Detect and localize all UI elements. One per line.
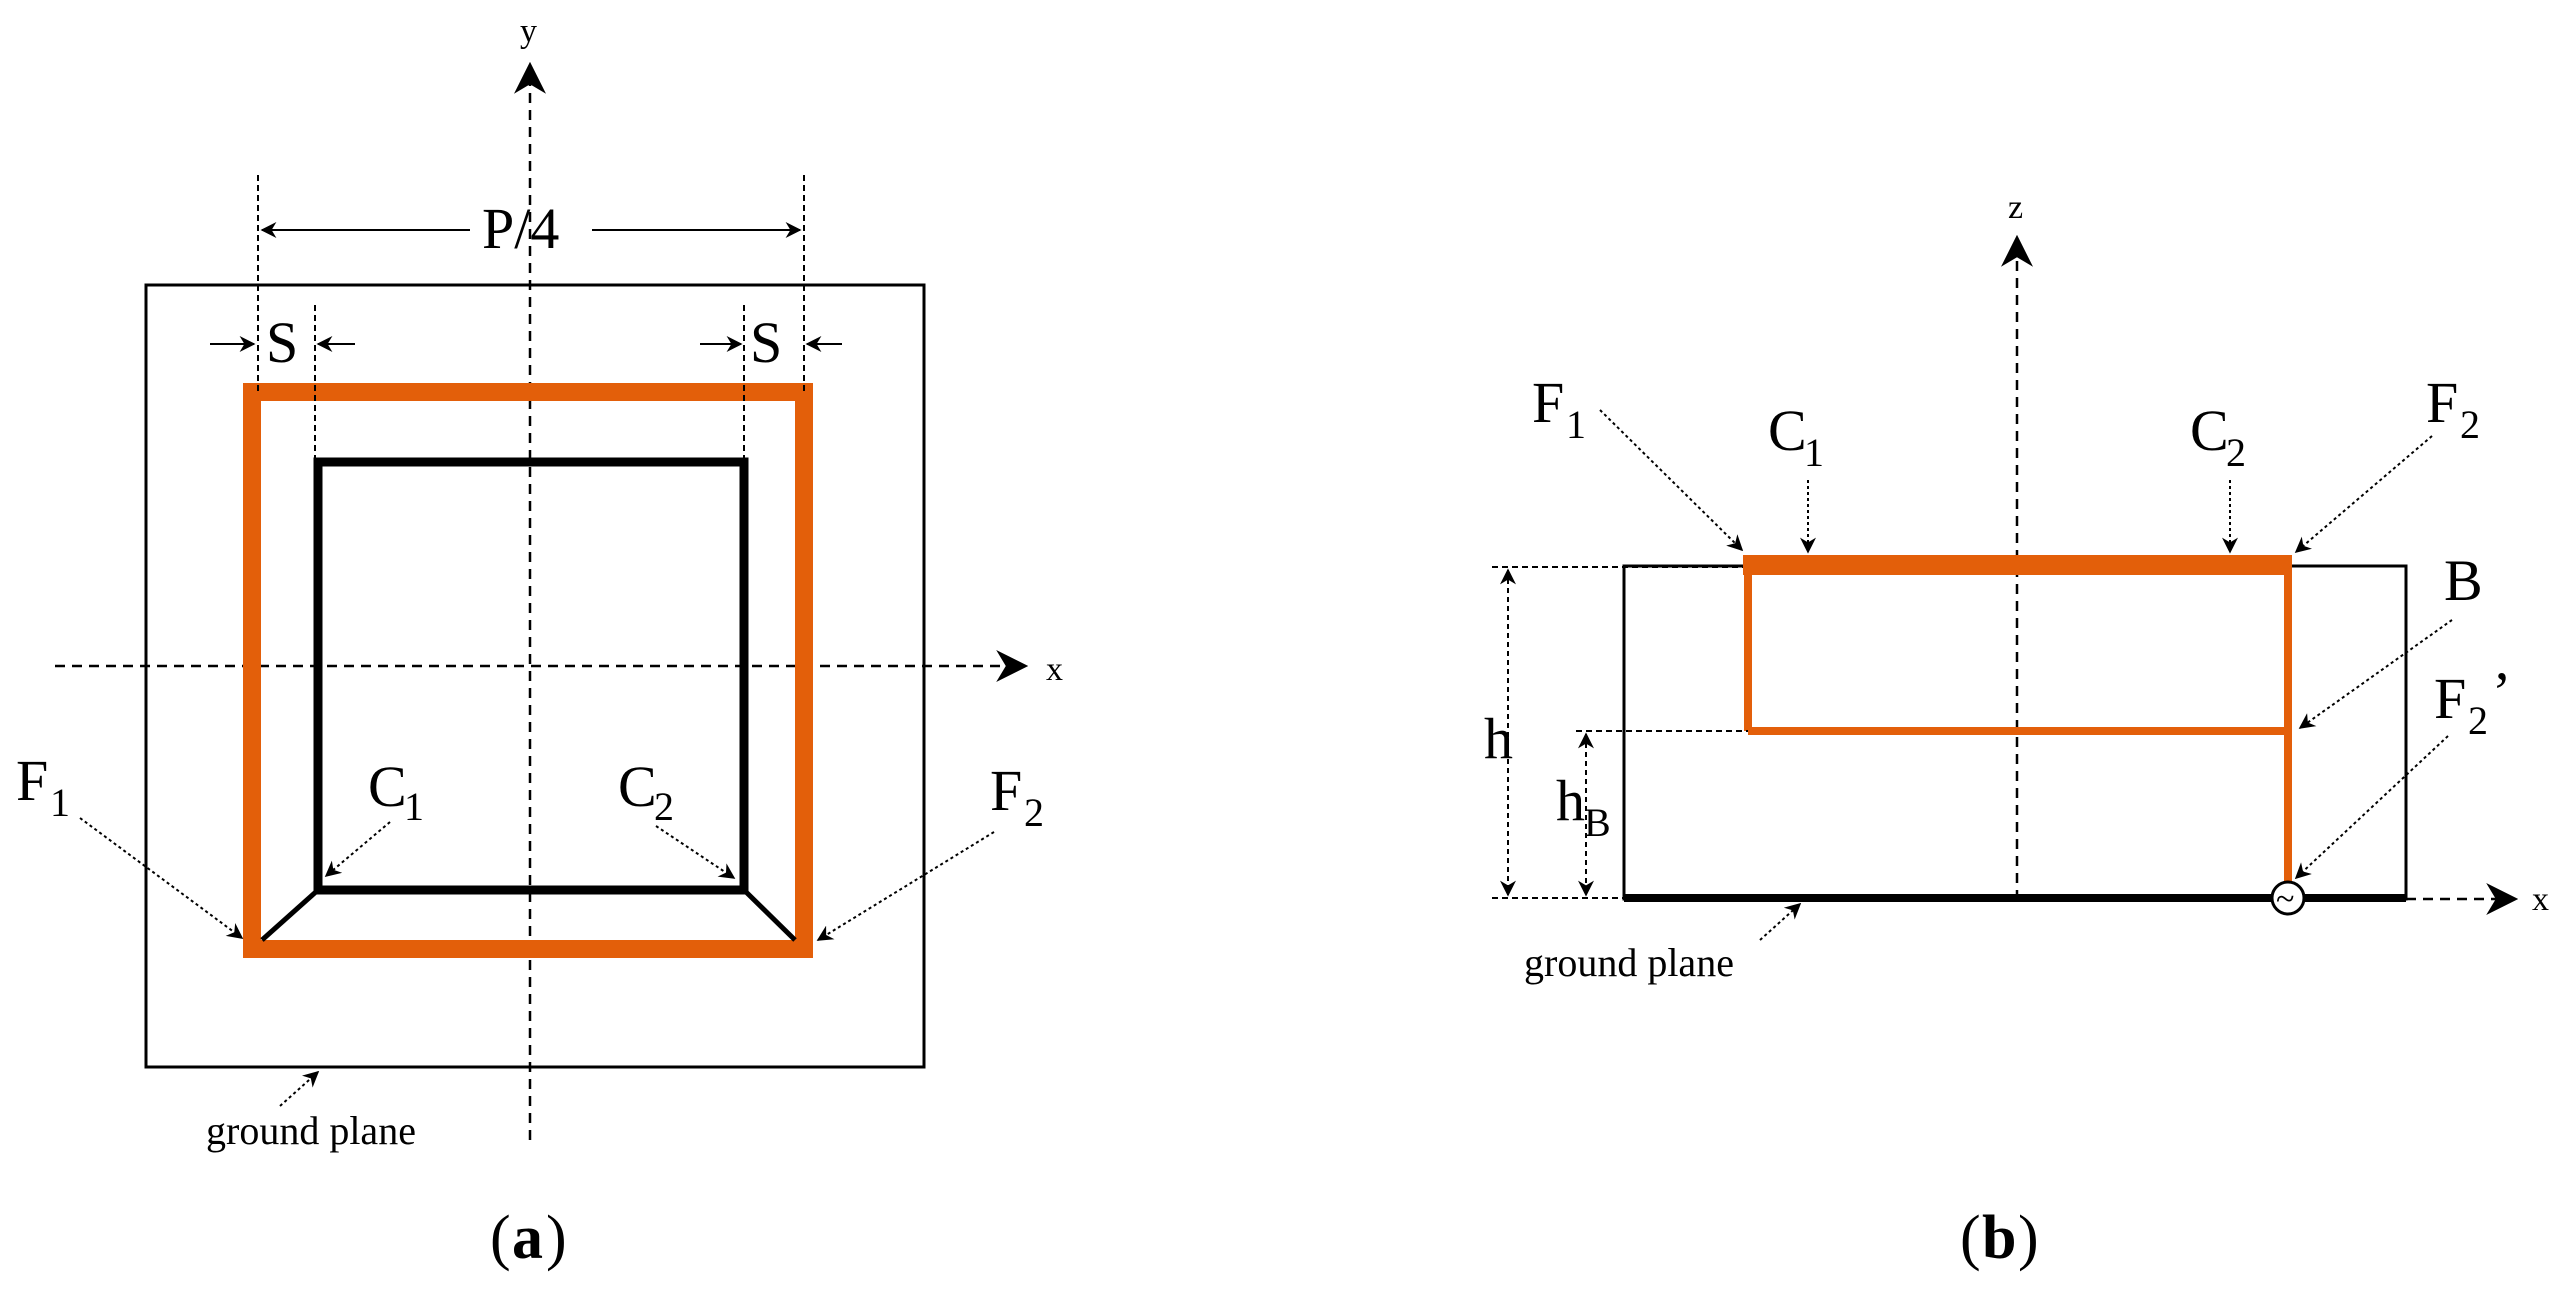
hb-label: h B	[1556, 768, 1611, 845]
f1-pointer-a	[79, 817, 244, 939]
svg-text:C: C	[1768, 398, 1807, 463]
caption-b: ( b )	[1960, 1204, 2039, 1272]
f2-label-a: F 2	[990, 758, 1044, 835]
c1-pointer-a	[324, 821, 391, 878]
svg-text:b: b	[1982, 1204, 2016, 1272]
f2-label-b: F 2	[2426, 370, 2480, 447]
svg-text:a: a	[512, 1204, 543, 1272]
b-label: B	[2444, 548, 2483, 613]
source-symbol: ~	[2276, 881, 2294, 918]
c1-label-b: C 1	[1768, 398, 1824, 475]
f1-label-a: F 1	[16, 748, 70, 825]
svg-text:F: F	[2434, 666, 2466, 731]
y-axis-label-a: y	[520, 13, 537, 50]
inner-loop-a	[313, 457, 749, 895]
panel-b: ~ h h B z x F 1 C 1 C 2	[1484, 189, 2549, 1272]
svg-text:2: 2	[2460, 402, 2480, 447]
c2-label-a: C 2	[618, 754, 674, 829]
f1-label-b: F 1	[1532, 370, 1586, 447]
c2-label-b: C 2	[2190, 398, 2246, 475]
svg-text:): )	[546, 1204, 567, 1272]
z-axis-label-b: z	[2008, 189, 2023, 226]
s-label-left: S	[266, 310, 298, 375]
f1-pointer-b	[1599, 409, 1744, 552]
svg-text:(: (	[1960, 1204, 1981, 1272]
f2-pointer-a	[816, 831, 995, 941]
svg-text:C: C	[368, 754, 407, 819]
svg-text:1: 1	[404, 784, 424, 829]
c1-label-a: C 1	[368, 754, 424, 829]
svg-text:2: 2	[1024, 790, 1044, 835]
panel-a: P/4 S S y x F 1 F 2 C 1	[16, 13, 1063, 1272]
svg-text:1: 1	[1804, 430, 1824, 475]
svg-text:): )	[2018, 1204, 2039, 1272]
source-icon	[2270, 880, 2306, 916]
f2-pointer-b	[2294, 435, 2433, 554]
c2-pointer-a	[655, 825, 736, 879]
ground-plane-pointer-b	[1759, 902, 1802, 941]
svg-text:’: ’	[2492, 660, 2511, 725]
svg-text:2: 2	[2226, 430, 2246, 475]
p4-label: P/4	[482, 196, 559, 261]
ground-plane-pointer-a	[279, 1070, 320, 1107]
svg-text:F: F	[1532, 370, 1564, 435]
f2-prime-label-b: F 2 ’	[2434, 660, 2511, 743]
svg-text:B: B	[1584, 800, 1611, 845]
f2-prime-pointer-b	[2294, 735, 2449, 880]
ground-plane-label-b: ground plane	[1524, 940, 1734, 985]
x-axis-label-b: x	[2532, 881, 2549, 918]
svg-text:2: 2	[2468, 698, 2488, 743]
svg-text:F: F	[16, 748, 48, 813]
ground-plane-label-a: ground plane	[206, 1108, 416, 1153]
svg-text:(: (	[490, 1204, 511, 1272]
svg-text:F: F	[990, 758, 1022, 823]
h-label: h	[1484, 706, 1513, 771]
feed-diagonal-right	[742, 888, 797, 942]
s-label-right: S	[750, 310, 782, 375]
caption-a: ( a )	[490, 1204, 567, 1272]
b-pointer	[2298, 619, 2453, 729]
feed-diagonal-left	[260, 888, 320, 942]
svg-text:C: C	[618, 754, 657, 819]
svg-text:C: C	[2190, 398, 2229, 463]
svg-text:2: 2	[654, 784, 674, 829]
svg-text:h: h	[1556, 768, 1585, 833]
svg-text:F: F	[2426, 370, 2458, 435]
svg-text:1: 1	[50, 780, 70, 825]
outer-loop-a	[243, 383, 813, 958]
svg-text:1: 1	[1566, 402, 1586, 447]
ground-plane-outline-a	[144, 283, 926, 1069]
x-axis-label-a: x	[1046, 651, 1063, 688]
